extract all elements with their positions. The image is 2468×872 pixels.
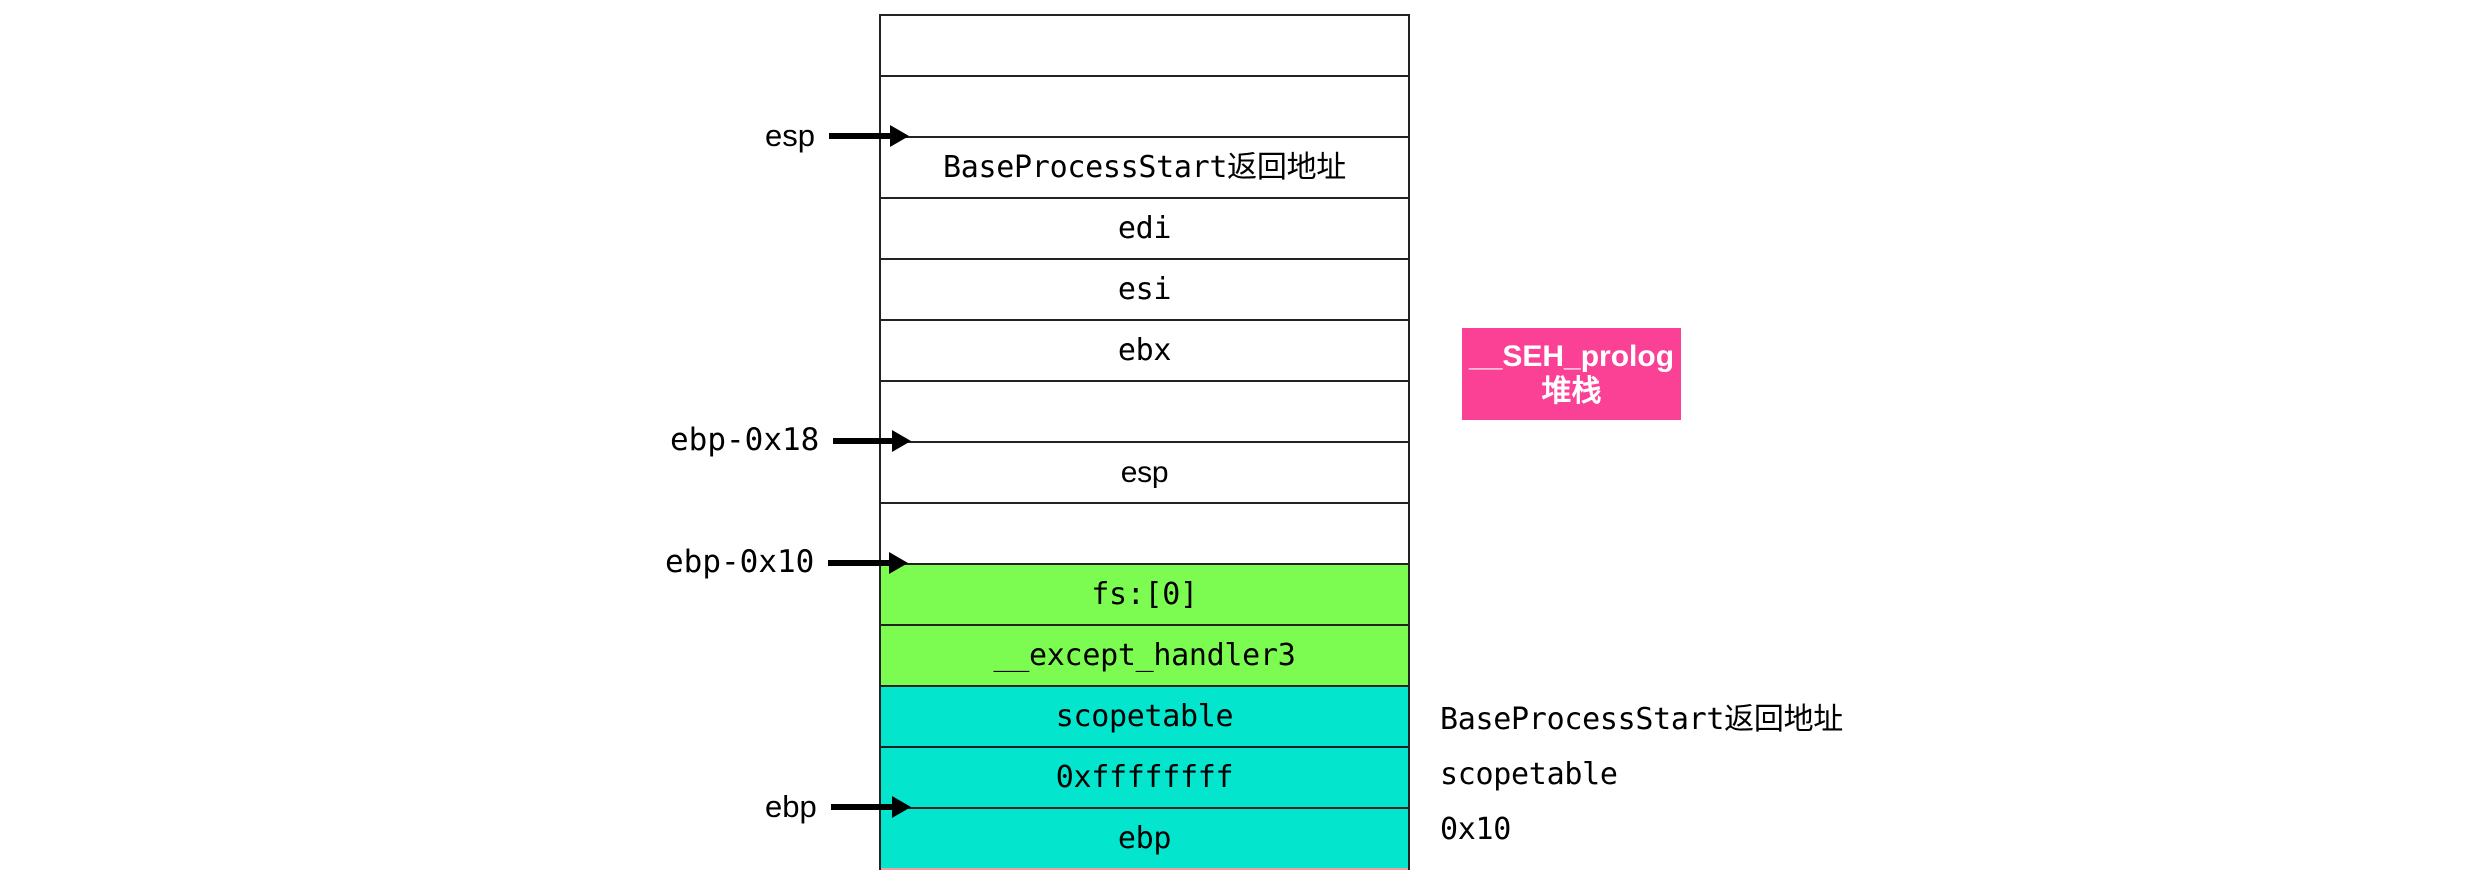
stack-row-edi: edi: [881, 199, 1408, 260]
pointer-label: esp: [765, 117, 815, 153]
stack-row: [881, 382, 1408, 443]
seh-prolog-callout: __SEH_prolog 堆栈: [1462, 328, 1681, 420]
arrow-right-icon: [828, 125, 909, 147]
stack-row-fs0: fs:[0]: [881, 565, 1408, 626]
stack-cell-label: esp: [1120, 455, 1169, 489]
stack-cell-label: ebx: [1117, 332, 1172, 368]
stack-row-esp: esp: [881, 443, 1408, 504]
callout-line-2: 堆栈: [1541, 375, 1602, 408]
callout-line-1: __SEH_prolog: [1468, 339, 1675, 373]
stack-row: [881, 16, 1408, 77]
stack-row: [881, 504, 1408, 565]
stack-row-except-handler3: __except_handler3: [881, 626, 1408, 687]
stack-cell-label: esi: [1117, 271, 1172, 307]
side-note-baseprocessstart: BaseProcessStart返回地址: [1440, 702, 1843, 737]
stack-cell-label: ebp: [1117, 820, 1172, 856]
stack-table: BaseProcessStart返回地址 edi esi ebx esp fs:…: [879, 14, 1410, 870]
stack-cell-label: fs:[0]: [1091, 576, 1198, 612]
pointer-label: ebp: [765, 788, 817, 824]
stack-row-ebp: ebp: [881, 809, 1408, 870]
arrow-right-icon: [830, 796, 911, 818]
stack-cell-label: 0xffffffff: [1055, 759, 1234, 795]
stack-row-baseprocessstart: BaseProcessStart返回地址: [881, 138, 1408, 199]
side-note-0x10: 0x10: [1440, 812, 1512, 847]
arrow-right-icon: [828, 552, 909, 574]
stack-row: [881, 77, 1408, 138]
stack-cell-label: edi: [1117, 210, 1172, 246]
stack-cell-label: scopetable: [1055, 698, 1234, 734]
stack-cell-label: __except_handler3: [993, 637, 1296, 673]
pointer-label: ebp-0x18: [670, 421, 820, 458]
stack-row-scopetable: scopetable: [881, 687, 1408, 748]
stack-row-esi: esi: [881, 260, 1408, 321]
pointer-label: ebp-0x10: [665, 543, 815, 580]
arrow-right-icon: [833, 430, 912, 452]
stack-row-0xffffffff: 0xffffffff: [881, 748, 1408, 809]
stack-cell-label: BaseProcessStart返回地址: [943, 149, 1346, 185]
side-note-scopetable: scopetable: [1440, 757, 1618, 792]
stack-row-ebx: ebx: [881, 321, 1408, 382]
